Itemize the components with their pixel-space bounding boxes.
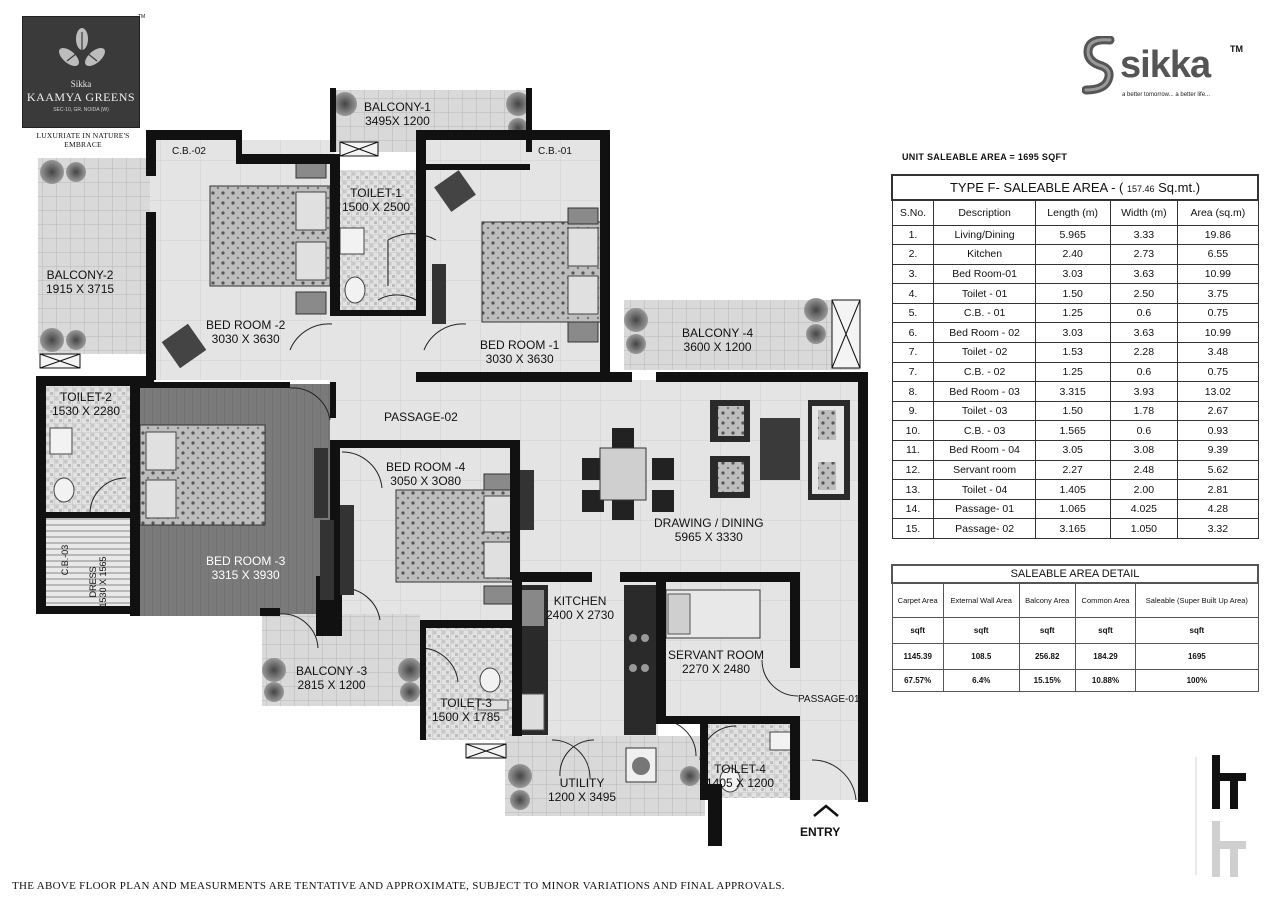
label-cb-03: C.B.-03 [60,544,70,576]
leaves-icon [59,28,105,66]
detail-table-percents: 67.57% 6.4% 15.15% 10.88% 100% [891,668,1259,692]
kaamya-sector: SEC-10, GR. NOIDA (W) [53,107,109,113]
sikka-s-icon [1082,36,1115,95]
floor-plan-drawing [36,88,868,846]
label-cb-01: C.B.-01 [538,146,572,157]
area-table-title: TYPE F- SALEABLE AREA - ( 157.46 Sq.mt.) [891,174,1259,201]
disclaimer: THE ABOVE FLOOR PLAN AND MEASURMENTS ARE… [12,880,785,892]
kaamya-brand: Sikka [70,79,92,89]
bed-3 [139,424,266,526]
unit-saleable-area: UNIT SALEABLE AREA = 1695 SQFT [902,152,1068,162]
architect-logo-icon [1195,755,1246,877]
entry-label: ENTRY [800,825,841,839]
detail-table-header: Carpet Area External Wall Area Balcony A… [891,582,1259,618]
label-cb-02: C.B.-02 [172,146,206,157]
saleable-area-detail-table: SALEABLE AREA DETAIL Carpet Area Externa… [891,564,1259,692]
saleable-area-table: TYPE F- SALEABLE AREA - ( 157.46 Sq.mt.)… [891,174,1259,539]
label-passage-01: PASSAGE-01 [798,694,860,705]
bed-1 [434,170,603,343]
sofa-set [710,400,850,500]
sikka-logo: sikka TM a better tomorrow... a better l… [1082,34,1262,106]
area-table-header: S.No. Description Length (m) Width (m) A… [891,199,1259,226]
bed-2 [161,155,331,369]
sikka-tm: TM [1230,44,1243,54]
label-passage-02: PASSAGE-02 [384,410,458,424]
detail-table-values: 1145.39 108.5 256.82 184.29 1695 [891,642,1259,670]
detail-table-units: sqft sqft sqft sqft sqft [891,616,1259,644]
kaamya-greens-logo: Sikka KAAMYA GREENS SEC-10, GR. NOIDA (W… [22,16,140,128]
detail-table-title: SALEABLE AREA DETAIL [891,564,1259,584]
kaamya-tagline: LUXURIATE IN NATURE'S EMBRACE [36,131,130,149]
kaamya-tm: TM [138,14,146,20]
dining-set [582,428,674,520]
sikka-tagline: a better tomorrow... a better life... [1122,92,1211,98]
kaamya-name: KAAMYA GREENS [26,90,136,104]
sikka-wordmark: sikka [1120,44,1211,86]
